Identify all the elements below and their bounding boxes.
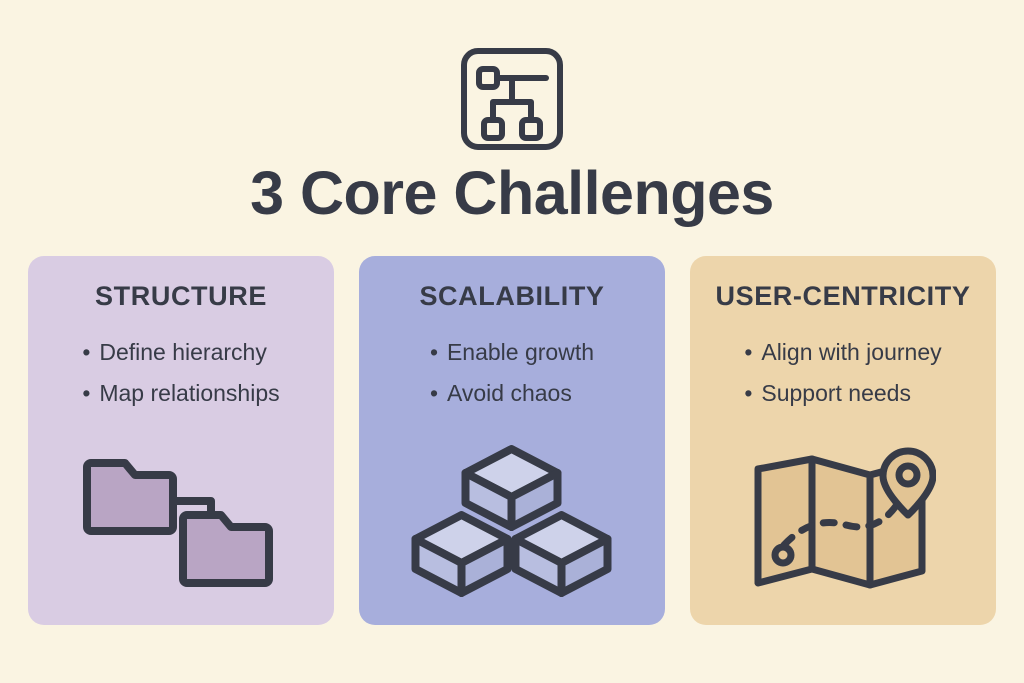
list-item: Define hierarchy (82, 332, 279, 373)
page-title: 3 Core Challenges (250, 159, 774, 227)
folded-map-pin-icon (750, 437, 937, 603)
list-item: Map relationships (82, 373, 279, 414)
challenge-cards: STRUCTURE Define hierarchy Map relations… (28, 256, 996, 625)
card-bullets-structure: Define hierarchy Map relationships (82, 332, 279, 414)
card-title-scalability: SCALABILITY (419, 281, 605, 311)
card-user-centricity[interactable]: USER-CENTRICITY Align with journey Suppo… (690, 256, 996, 625)
list-item: Support needs (744, 373, 941, 414)
card-title-user-centricity: USER-CENTRICITY (715, 281, 971, 311)
list-item: Align with journey (744, 332, 941, 373)
list-item: Enable growth (430, 332, 594, 373)
card-title-structure: STRUCTURE (95, 281, 267, 311)
connected-folders-icon (81, 443, 281, 603)
sitemap-hierarchy-icon (453, 40, 571, 158)
card-scalability[interactable]: SCALABILITY Enable growth Avoid chaos (359, 256, 665, 625)
card-bullets-user-centricity: Align with journey Support needs (744, 332, 941, 414)
card-structure[interactable]: STRUCTURE Define hierarchy Map relations… (28, 256, 334, 625)
card-bullets-scalability: Enable growth Avoid chaos (430, 332, 594, 414)
list-item: Avoid chaos (430, 373, 594, 414)
stacked-boxes-icon (410, 441, 615, 603)
